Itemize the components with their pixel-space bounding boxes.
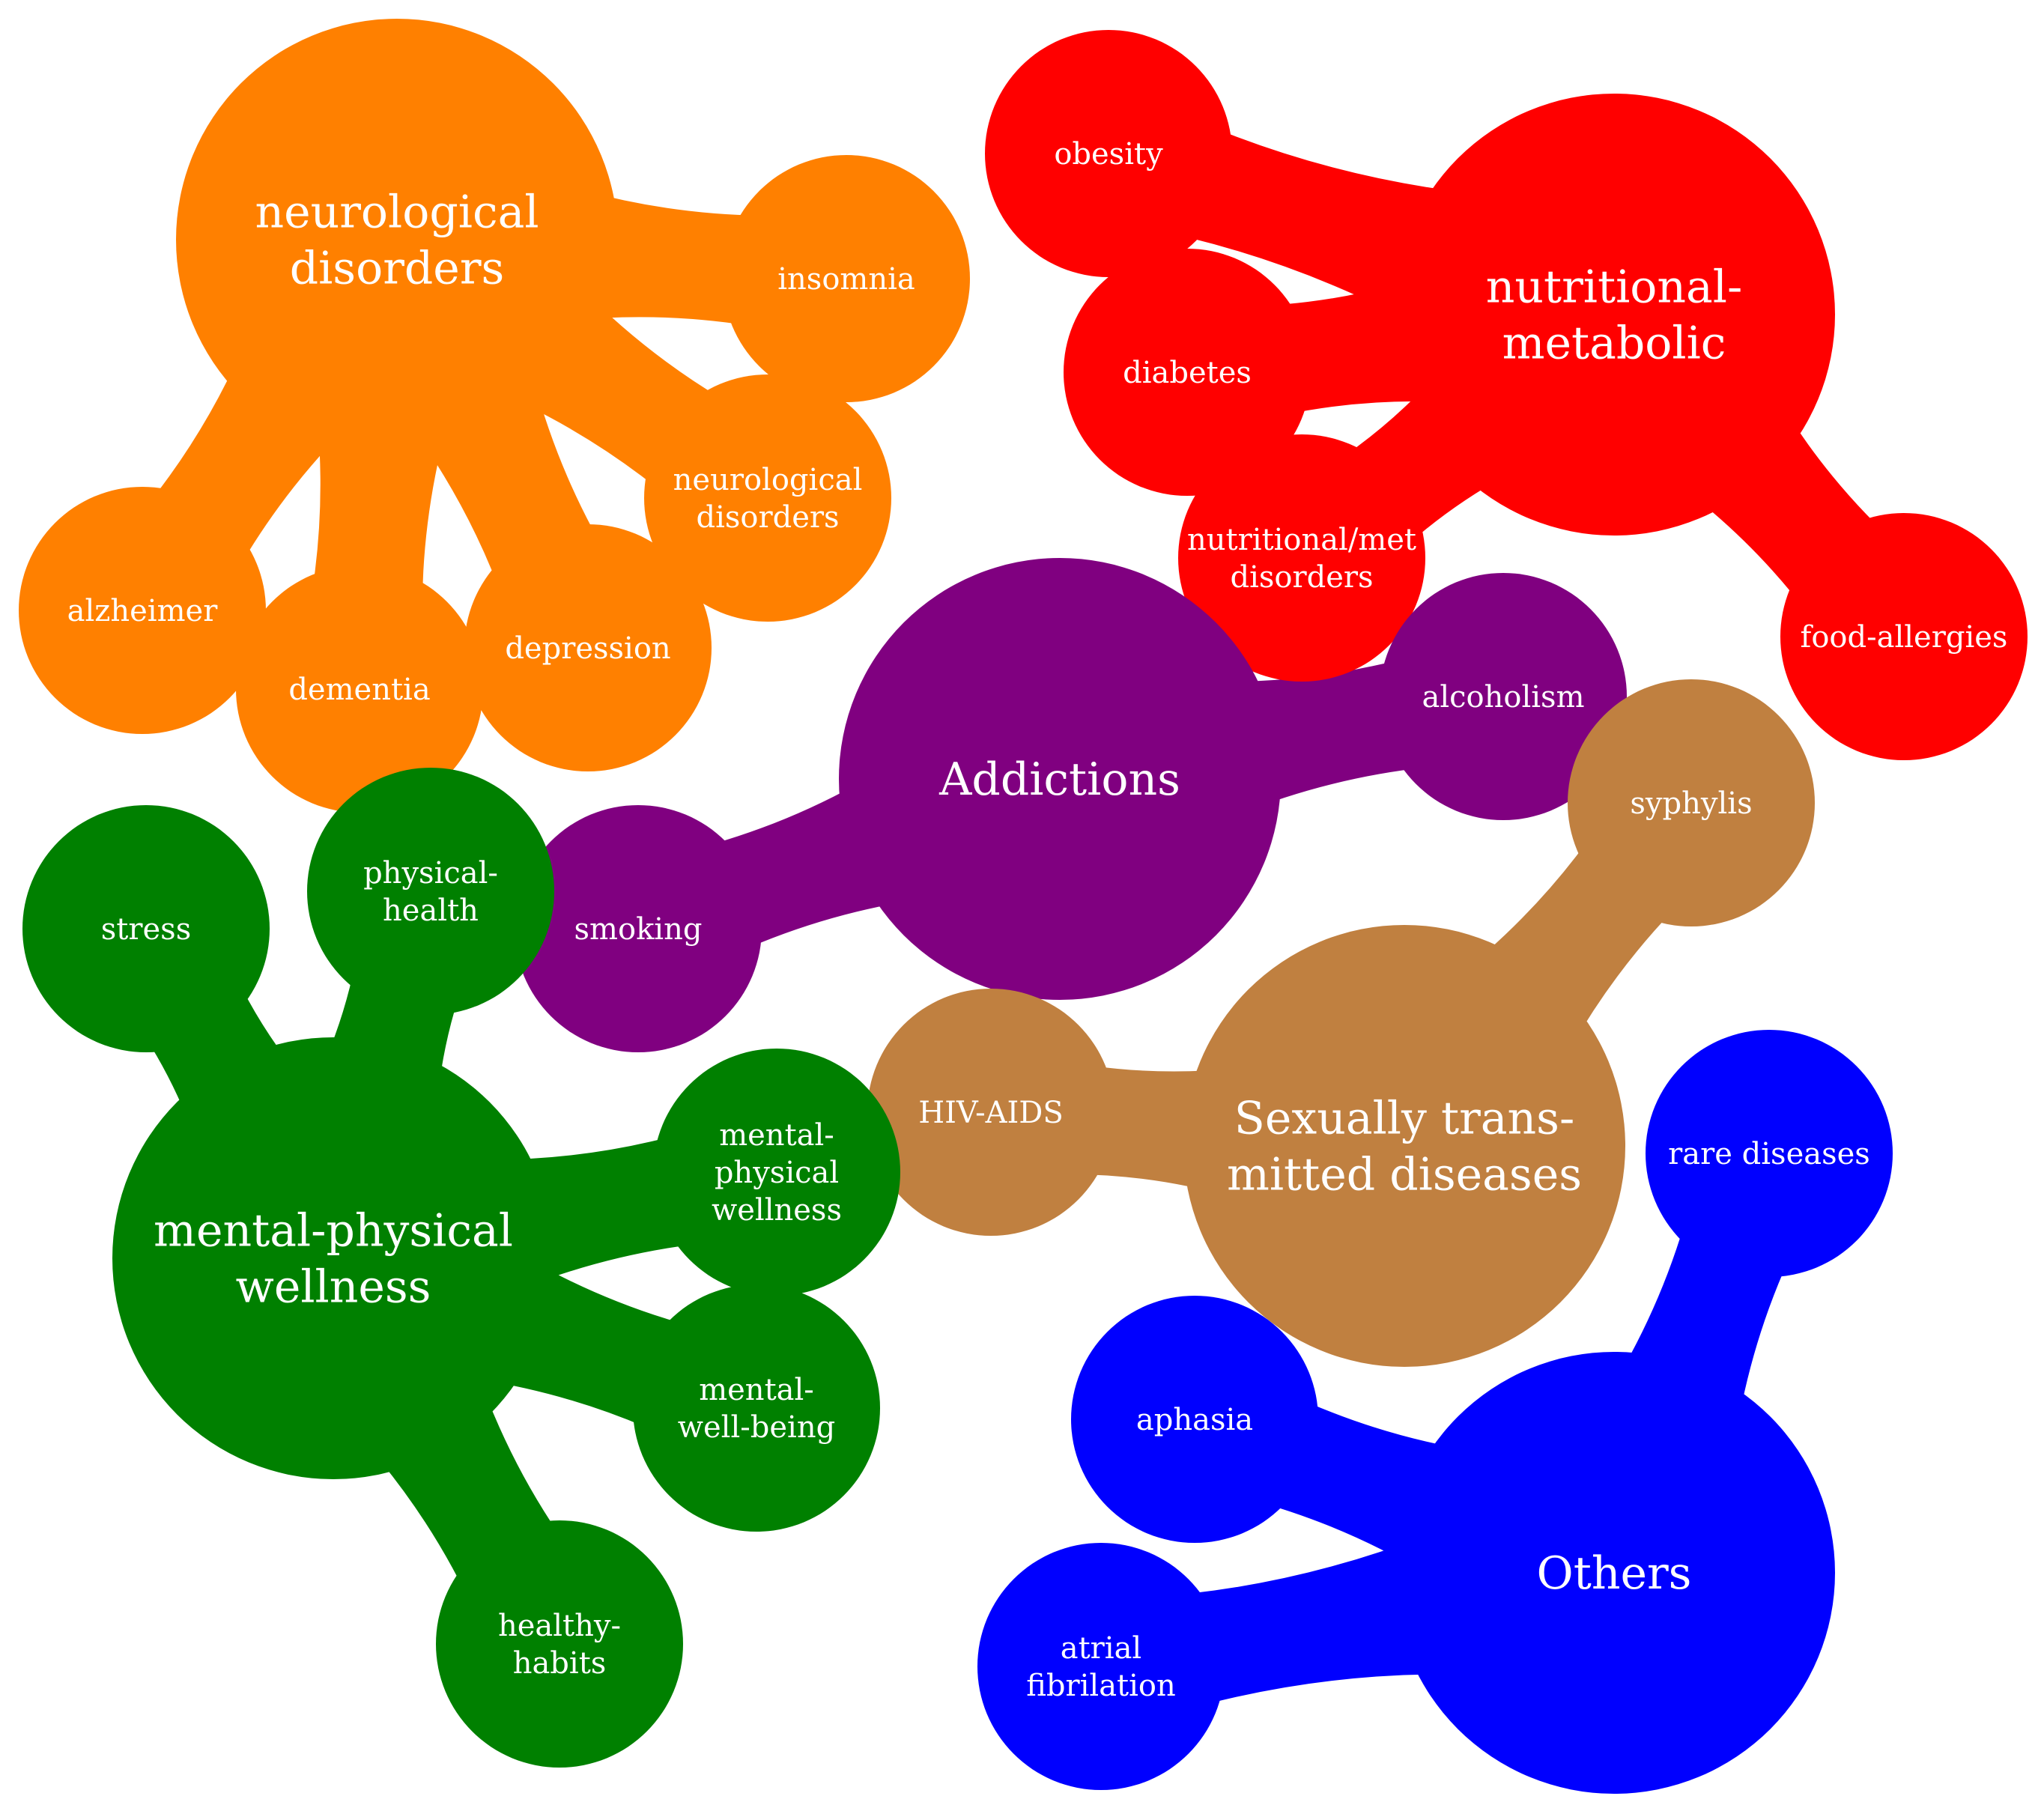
addict-main-node[interactable]	[839, 558, 1281, 1000]
dementia-label: dementia	[288, 673, 430, 707]
physical-label: physical-health	[363, 856, 498, 928]
mpw-label-line: physical	[715, 1156, 839, 1190]
diabetes-label-line: diabetes	[1123, 356, 1252, 390]
habits-label-line: healthy-	[498, 1609, 621, 1643]
aphasia-label-line: aphasia	[1136, 1403, 1253, 1437]
rare-label: rare diseases	[1668, 1137, 1870, 1171]
physical-label-line: physical-	[363, 856, 498, 891]
others-main-label-line: Others	[1537, 1547, 1692, 1600]
nutri-main-label-line: nutritional-	[1486, 261, 1743, 314]
habits-label-line: habits	[513, 1646, 607, 1681]
diabetes-label: diabetes	[1123, 356, 1252, 390]
mwb-node[interactable]	[633, 1284, 880, 1532]
node-layer	[19, 19, 2028, 1794]
mpw-label-line: mental-	[719, 1118, 834, 1153]
std-main-label: Sexually trans-mitted diseases	[1227, 1093, 1582, 1201]
obesity-label: obesity	[1054, 137, 1163, 172]
obesity-node[interactable]	[985, 30, 1232, 277]
physical-node[interactable]	[307, 768, 554, 1015]
alcoholism-label-line: alcoholism	[1422, 680, 1584, 715]
smoking-label-line: smoking	[574, 912, 703, 947]
food-label: food-allergies	[1801, 620, 2008, 655]
addict-main-label-line: Addictions	[938, 753, 1180, 806]
nutri2-node[interactable]	[1178, 434, 1425, 682]
depression-label-line: depression	[505, 631, 670, 666]
alcoholism-node[interactable]	[1380, 573, 1627, 820]
obesity-label-line: obesity	[1054, 137, 1163, 172]
smoking-label: smoking	[574, 912, 703, 947]
stress-node[interactable]	[22, 805, 270, 1052]
insomnia-node[interactable]	[723, 155, 970, 402]
alzheimer-label: alzheimer	[67, 594, 219, 628]
dementia-node[interactable]	[236, 565, 483, 813]
neuro-main-label-line: neurological	[255, 186, 539, 239]
afib-node[interactable]	[977, 1543, 1225, 1790]
rare-label-line: rare diseases	[1668, 1137, 1870, 1171]
insomnia-label: insomnia	[777, 262, 915, 297]
neuro-main-label-line: disorders	[290, 243, 505, 295]
insomnia-label-line: insomnia	[777, 262, 915, 297]
syphylis-node[interactable]	[1568, 679, 1815, 926]
aphasia-label: aphasia	[1136, 1403, 1253, 1437]
std-main-label-line: Sexually trans-	[1234, 1093, 1574, 1145]
wellness-main-label-line: mental-physical	[154, 1205, 513, 1258]
physical-label-line: health	[383, 894, 479, 928]
afib-label-line: atrial	[1061, 1631, 1141, 1666]
neuro2-label-line: disorders	[696, 500, 839, 535]
smoking-node[interactable]	[515, 805, 762, 1052]
std-main-label-line: mitted diseases	[1227, 1149, 1582, 1201]
aphasia-node[interactable]	[1071, 1296, 1318, 1543]
hiv-label-line: HIV-AIDS	[918, 1096, 1064, 1130]
nutri2-label-line: nutritional/met	[1187, 523, 1416, 557]
depression-label: depression	[505, 631, 670, 666]
habits-label: healthy-habits	[498, 1609, 621, 1681]
alzheimer-label-line: alzheimer	[67, 594, 219, 628]
diabetes-node[interactable]	[1064, 249, 1311, 496]
nutri-main-label: nutritional-metabolic	[1486, 261, 1743, 370]
mpw-label-line: wellness	[712, 1193, 842, 1228]
wellness-main-node[interactable]	[112, 1037, 554, 1479]
food-label-line: food-allergies	[1801, 620, 2008, 655]
others-main-label: Others	[1537, 1547, 1692, 1600]
syphylis-label: syphylis	[1630, 786, 1752, 821]
food-node[interactable]	[1780, 513, 2028, 760]
habits-node[interactable]	[436, 1520, 683, 1768]
neuro2-label-line: neurological	[673, 463, 863, 497]
mwb-label: mental-well-being	[678, 1373, 835, 1445]
syphylis-label-line: syphylis	[1630, 786, 1752, 821]
nutri-main-label-line: metabolic	[1502, 318, 1726, 370]
neuro-main-node[interactable]	[176, 19, 618, 461]
neuro2-node[interactable]	[644, 374, 891, 622]
stress-label-line: stress	[101, 912, 191, 947]
nutri-main-node[interactable]	[1393, 94, 1835, 536]
nutri2-label-line: disorders	[1230, 560, 1373, 595]
wellness-main-label-line: wellness	[236, 1261, 431, 1314]
mpw-node[interactable]	[653, 1049, 900, 1296]
hiv-label: HIV-AIDS	[918, 1096, 1064, 1130]
alcoholism-label: alcoholism	[1422, 680, 1584, 715]
addict-main-label: Addictions	[938, 753, 1180, 806]
depression-node[interactable]	[464, 524, 712, 771]
afib-label-line: fibrilation	[1026, 1669, 1176, 1703]
mwb-label-line: mental-	[699, 1373, 814, 1407]
dementia-label-line: dementia	[288, 673, 430, 707]
stress-label: stress	[101, 912, 191, 947]
others-main-node[interactable]	[1393, 1352, 1835, 1794]
alzheimer-node[interactable]	[19, 487, 266, 734]
std-main-node[interactable]	[1183, 925, 1625, 1367]
rare-node[interactable]	[1646, 1030, 1893, 1277]
hiv-node[interactable]	[867, 989, 1115, 1236]
mwb-label-line: well-being	[678, 1410, 835, 1445]
